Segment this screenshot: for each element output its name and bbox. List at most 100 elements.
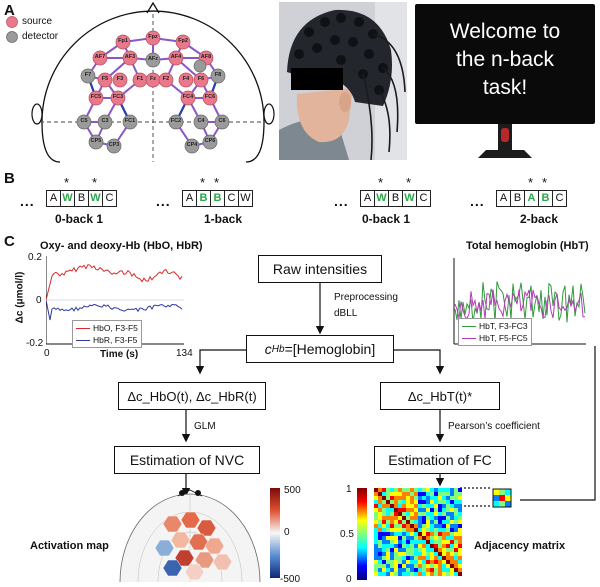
adj-tick-1: 1 [346, 484, 352, 495]
adjacency-cell [418, 500, 422, 504]
adjacency-cell [398, 496, 402, 500]
adjacency-cell [430, 552, 434, 556]
adjacency-cell [442, 520, 446, 524]
detector-optode [122, 114, 138, 130]
adjacency-cell [450, 504, 454, 508]
adjacency-cell [418, 540, 422, 544]
adjacency-cell [406, 492, 410, 496]
optode-label: AFz [147, 56, 159, 62]
panel-letter-c: C [4, 233, 15, 250]
adjacency-cell [406, 520, 410, 524]
source-optode [178, 72, 194, 88]
adjacency-cell [382, 528, 386, 532]
adjacency-cell [426, 572, 430, 576]
adjacency-matrix-label: Adjacency matrix [474, 540, 566, 552]
hb-legend-hbr: HbR, F3-F5 [76, 334, 138, 346]
target-star: * [406, 175, 412, 190]
adjacency-cell [426, 544, 430, 548]
fc-estimation-box: Estimation of FC [374, 446, 506, 474]
adjacency-cell [426, 492, 430, 496]
sequence-label: 0-back 1 [362, 212, 411, 226]
adjacency-cell [410, 496, 414, 500]
adjacency-cell [442, 568, 446, 572]
adjacency-cell [386, 548, 390, 552]
adjacency-cell [438, 504, 442, 508]
adjacency-cell [402, 552, 406, 556]
adjacency-cell [454, 488, 458, 492]
adjacency-cell [438, 528, 442, 532]
adjacency-cell [398, 512, 402, 516]
adjacency-cell [382, 512, 386, 516]
zoom-cell [499, 501, 505, 507]
adjacency-cell [430, 572, 434, 576]
adjacency-cell [398, 520, 402, 524]
preprocessing-label: Preprocessing [334, 292, 398, 303]
adjacency-cell [410, 540, 414, 544]
adjacency-cell [422, 504, 426, 508]
adjacency-cell [430, 508, 434, 512]
adjacency-cell [402, 504, 406, 508]
adjacency-cell [382, 488, 386, 492]
adjacency-cell [406, 556, 410, 560]
optode-label: Fp1 [118, 38, 128, 44]
adjacency-cell [374, 548, 378, 552]
adjacency-cell [386, 536, 390, 540]
adjacency-cell [458, 492, 462, 496]
adjacency-cell [378, 544, 382, 548]
adjacency-cell [418, 512, 422, 516]
adjacency-cell [438, 540, 442, 544]
adjacency-cell [450, 548, 454, 552]
nvc-estimation-box: Estimation of NVC [114, 446, 260, 474]
adjacency-cell [454, 540, 458, 544]
task-monitor: Welcome to the n-back task! [415, 4, 595, 124]
adjacency-cell [414, 516, 418, 520]
adjacency-cell [458, 504, 462, 508]
adjacency-cell [450, 540, 454, 544]
adjacency-cell [414, 572, 418, 576]
adjacency-cell [442, 552, 446, 556]
adjacency-cell [418, 492, 422, 496]
adjacency-cell [378, 564, 382, 568]
stimulus-cell: C [102, 190, 117, 207]
adjacency-cell [386, 532, 390, 536]
adjacency-cell [382, 516, 386, 520]
adjacency-cell [386, 556, 390, 560]
adjacency-cell [378, 488, 382, 492]
adjacency-cell [446, 504, 450, 508]
hb-ytick-mid: 0 [36, 295, 42, 306]
adjacency-cell [438, 492, 442, 496]
adjacency-cell [386, 544, 390, 548]
adjacency-cell [430, 492, 434, 496]
adjacency-cell [414, 560, 418, 564]
optode-label: C6 [218, 118, 226, 124]
adjacency-cell [406, 568, 410, 572]
adjacency-cell [458, 508, 462, 512]
adjacency-cell [390, 564, 394, 568]
optode-label: Fpz [148, 34, 158, 40]
detector-optode [88, 134, 104, 150]
adjacency-cell [450, 516, 454, 520]
adjacency-cell [446, 572, 450, 576]
adjacency-cell [450, 488, 454, 492]
adjacency-cell [426, 564, 430, 568]
adjacency-cell [382, 552, 386, 556]
adjacency-colorbar [357, 488, 367, 580]
adjacency-cell [406, 504, 410, 508]
hb-xlabel: Time (s) [100, 349, 139, 360]
adjacency-cell [422, 572, 426, 576]
adjacency-cell [374, 488, 378, 492]
adjacency-cell [430, 512, 434, 516]
adjacency-cell [430, 560, 434, 564]
optode-label: CP5 [90, 138, 102, 144]
act-tick-500: 500 [284, 485, 301, 496]
adjacency-cell [390, 544, 394, 548]
adjacency-cell [378, 536, 382, 540]
adjacency-cell [374, 536, 378, 540]
adjacency-cell [434, 556, 438, 560]
conc-subscript: Hb [271, 343, 285, 355]
adjacency-cell [382, 568, 386, 572]
adjacency-cell [438, 520, 442, 524]
adjacency-cell [406, 560, 410, 564]
adjacency-cell [434, 524, 438, 528]
detector-optode [97, 114, 113, 130]
